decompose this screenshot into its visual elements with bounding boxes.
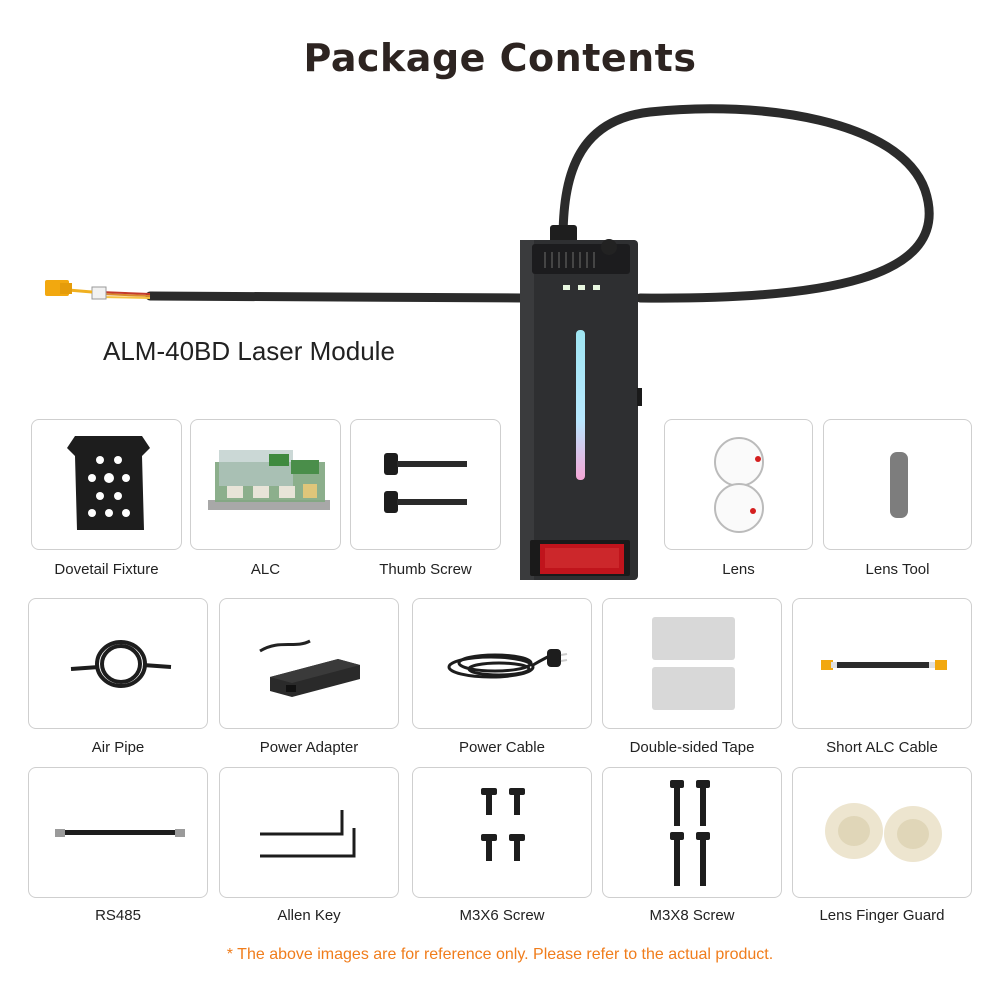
item-label: RS485 <box>95 907 141 924</box>
item-card-rs485 <box>28 767 208 898</box>
lens-image <box>714 437 764 533</box>
item-card-alc <box>190 419 341 550</box>
short-alc-cable-image <box>821 660 947 670</box>
item-label: Short ALC Cable <box>826 739 938 756</box>
laser-module-illustration <box>45 104 934 580</box>
item-card-lens-tool <box>823 419 972 550</box>
m3x8-screw-image <box>670 780 710 886</box>
lens-finger-guard-image <box>825 803 942 862</box>
m3x6-screw-image <box>481 788 525 861</box>
item-card-allen-key <box>219 767 399 898</box>
power-adapter-image <box>259 639 360 697</box>
power-cable-image <box>447 649 568 679</box>
module-cable-loop <box>558 104 934 303</box>
item-card-m3x8-screw <box>602 767 782 898</box>
item-label: Dovetail Fixture <box>54 561 159 578</box>
dovetail-fixture-image <box>67 436 150 530</box>
item-label: Lens <box>722 561 755 578</box>
item-card-short-alc-cable <box>792 598 972 729</box>
item-label: M3X8 Screw <box>649 907 735 924</box>
item-label: Allen Key <box>277 907 341 924</box>
air-pipe-image <box>70 640 172 688</box>
footnote: * The above images are for reference onl… <box>226 946 774 963</box>
item-card-lens <box>664 419 813 550</box>
item-label: Power Cable <box>459 739 545 756</box>
item-card-power-cable <box>412 598 592 729</box>
item-card-power-adapter <box>219 598 399 729</box>
item-card-double-sided-tape <box>602 598 782 729</box>
item-card-thumb-screw <box>350 419 501 550</box>
item-label: Double-sided Tape <box>629 739 755 756</box>
allen-key-image <box>260 810 356 858</box>
item-label: Lens Finger Guard <box>819 907 945 924</box>
lens-tool-image <box>890 452 908 518</box>
item-card-air-pipe <box>28 598 208 729</box>
alc-board-image <box>208 450 330 510</box>
item-label: Air Pipe <box>91 739 145 756</box>
double-sided-tape-image <box>652 617 735 710</box>
item-label: Power Adapter <box>259 739 359 756</box>
item-card-lens-finger-guard <box>792 767 972 898</box>
product-name: ALM-40BD Laser Module <box>103 336 395 366</box>
item-label: ALC <box>250 561 281 578</box>
item-label: Lens Tool <box>865 561 930 578</box>
item-label: Thumb Screw <box>379 561 472 578</box>
rs485-cable-image <box>55 829 185 837</box>
thumb-screw-image <box>384 453 467 513</box>
item-card-dovetail-fixture <box>31 419 182 550</box>
module-cable-left <box>145 291 527 303</box>
item-label: M3X6 Screw <box>459 907 545 924</box>
item-card-m3x6-screw <box>412 767 592 898</box>
light-bar <box>576 330 585 480</box>
page-title: Package Contents <box>303 36 697 80</box>
